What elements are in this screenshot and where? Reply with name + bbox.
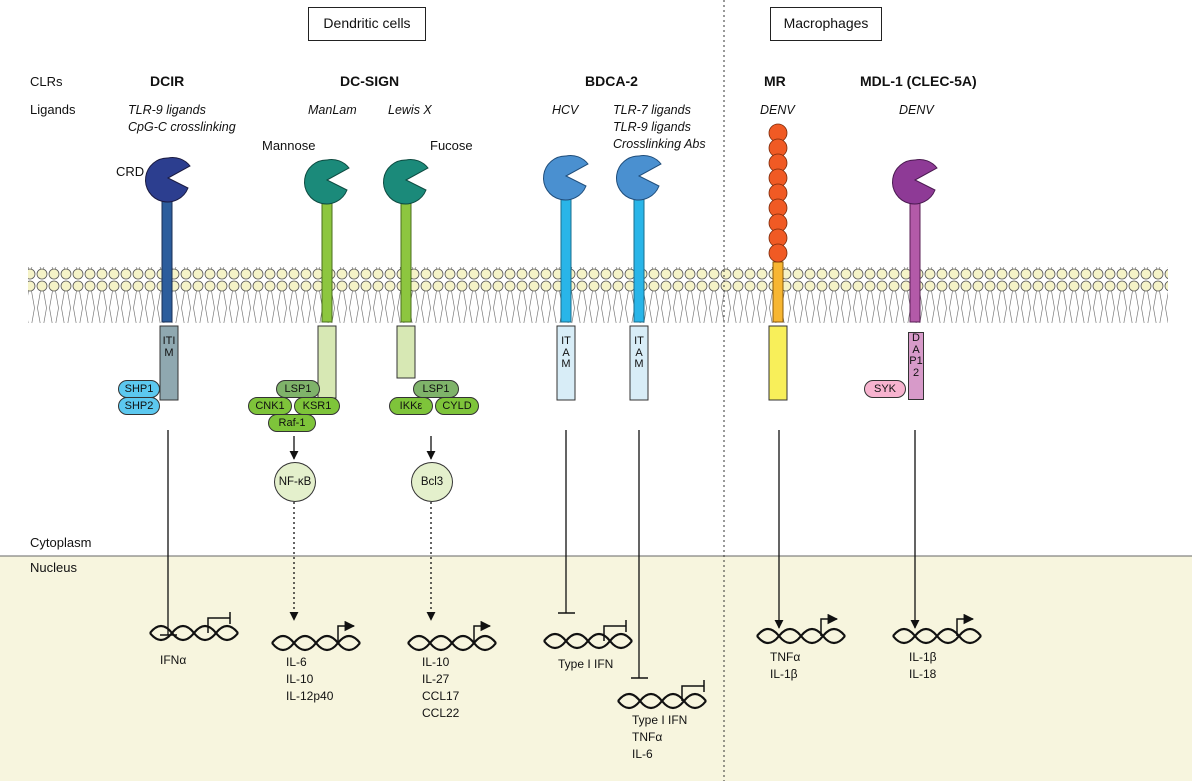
genes-bdca2-left: Type I IFN [558,657,614,671]
ligand-manlam: ManLam [308,103,357,117]
protein-ikke: IKKε [389,397,433,415]
protein-lsp1-right: LSP1 [413,380,459,398]
mr-crd-chain-icon [768,123,788,263]
adaptor-shp2: SHP2 [118,397,160,415]
ligand-mdl1-denv: DENV [899,103,934,117]
ligand-lewis-x: Lewis X [388,103,432,117]
ligand-mr-denv: DENV [760,103,795,117]
genes-dcsign-right: IL-10 IL-27 CCL17 CCL22 [422,655,460,720]
protein-raf1: Raf-1 [268,414,316,432]
protein-ksr1: KSR1 [294,397,340,415]
genes-bdca2-right: Type I IFN TNFα IL-6 [632,713,688,761]
motif-itam-left: ITAM [561,335,571,370]
dcir-crd-icon [145,157,191,203]
protein-lsp1-left: LSP1 [276,380,320,398]
clr-name-mr: MR [764,73,786,89]
dna-icon-mr [756,613,846,645]
dcir-receptor [145,157,191,636]
tf-nfkb: NF-κB [274,462,316,502]
genes-dcsign-left: IL-6 IL-10 IL-12p40 [286,655,334,703]
clr-name-mdl1: MDL-1 (CLEC-5A) [860,73,977,89]
adaptor-dap12: DAP12 [908,332,924,400]
header-macrophages: Macrophages [770,7,882,41]
ligands-dcir: TLR-9 ligands CpG-C crosslinking [128,103,236,134]
cell-membrane-bilayer [28,267,1168,323]
row-label-clrs: CLRs [30,74,63,89]
ligands-bdca2-right: TLR-7 ligands TLR-9 ligands Crosslinking… [613,103,706,151]
dna-icon-dcsign-left [271,620,361,652]
gene-dna-icons [149,612,982,710]
label-mannose: Mannose [262,138,316,153]
dna-icon-bdca2-left [543,620,633,650]
mdl1-crd-icon [892,159,938,205]
clr-name-dcsign: DC-SIGN [340,73,400,89]
bdca2-left-crd-icon [543,155,589,201]
bdca2-left-receptor [543,155,589,614]
dcsign-right-crd-icon [383,159,429,205]
bdca2-right-receptor [616,155,662,679]
dna-icon-bdca2-right [617,680,707,710]
label-crd: CRD [116,164,145,179]
dna-icon-mdl1 [892,613,982,645]
genes-dcir: IFNα [160,653,187,667]
label-cytoplasm: Cytoplasm [30,535,92,550]
dna-icon-dcsign-right [407,620,497,652]
motif-itim: ITIM [162,335,176,359]
tf-bcl3: Bcl3 [411,462,453,502]
label-fucose: Fucose [430,138,473,153]
itim-motif [159,325,179,401]
bdca2-right-crd-icon [616,155,662,201]
mdl1-receptor [892,159,938,629]
protein-cyld: CYLD [435,397,479,415]
dcsign-right-receptor [383,159,436,621]
kinase-syk: SYK [864,380,906,398]
row-label-ligands: Ligands [30,102,76,117]
protein-cnk1: CNK1 [248,397,292,415]
dna-icon-dcir [149,612,239,642]
genes-mdl1: IL-1β IL-18 [909,650,937,681]
motif-itam-right: ITAM [634,335,644,370]
dcsign-left-crd-icon [304,159,350,205]
genes-mr: TNFα IL-1β [770,650,801,681]
adaptor-shp1: SHP1 [118,380,160,398]
label-nucleus: Nucleus [30,560,77,575]
clr-name-dcir: DCIR [150,73,185,89]
mr-receptor [768,123,788,629]
clr-name-bdca2: BDCA-2 [585,73,638,89]
ligand-hcv: HCV [552,103,579,117]
nucleus-region [0,556,1192,781]
header-dendritic-cells: Dendritic cells [308,7,426,41]
